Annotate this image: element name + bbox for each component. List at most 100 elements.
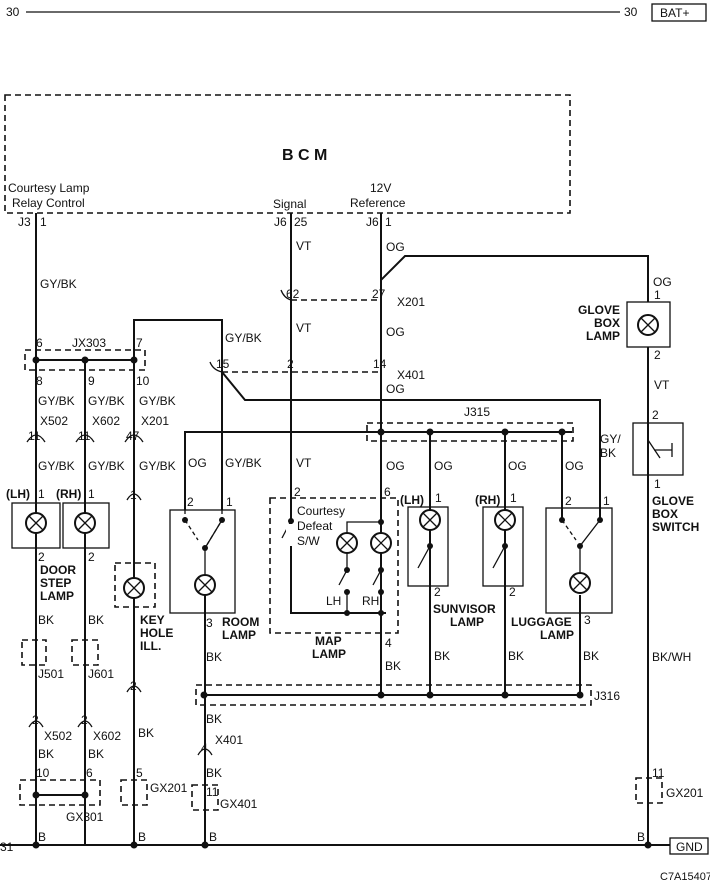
pin-number: 1 bbox=[654, 288, 661, 302]
glove-switch-label: SWITCH bbox=[652, 520, 699, 534]
glove-lamp-label: BOX bbox=[594, 316, 620, 330]
pin-number: 1 bbox=[510, 491, 517, 505]
wire-color: VT bbox=[296, 456, 312, 470]
pin-number: 2 bbox=[88, 550, 95, 564]
pin-number: 11 bbox=[206, 785, 219, 799]
pin-number: 15 bbox=[216, 357, 230, 371]
wire-color: OG bbox=[386, 382, 405, 396]
rail-number-left: 30 bbox=[6, 5, 20, 19]
pin-number: 1 bbox=[654, 477, 661, 491]
ground-b: B bbox=[38, 830, 46, 844]
ground-rail-number: 31 bbox=[0, 840, 14, 854]
pin-number: 2 bbox=[38, 550, 45, 564]
connector-label: GX401 bbox=[220, 797, 258, 811]
map-rh-label: RH bbox=[362, 594, 379, 608]
glove-lamp-label: GLOVE bbox=[578, 303, 620, 317]
pin-number: 2 bbox=[187, 495, 194, 509]
pin-number: 2 bbox=[32, 713, 39, 727]
diagram-code: C7A15407 bbox=[660, 871, 710, 883]
lh-label: (LH) bbox=[6, 487, 30, 501]
labels: GY/BK VT OG 62 27 X201 VT OG GY/BK 15 2 … bbox=[6, 239, 704, 824]
pin-number: 5 bbox=[136, 766, 143, 780]
wire-color: OG bbox=[188, 456, 207, 470]
door-step-label: LAMP bbox=[40, 589, 74, 603]
room-lamp-label: LAMP bbox=[222, 628, 256, 642]
wire-color: OG bbox=[434, 459, 453, 473]
wire-color: OG bbox=[386, 240, 405, 254]
wire-color: GY/BK bbox=[38, 459, 75, 473]
signal-label: Signal bbox=[273, 197, 306, 211]
key-hole-label: KEY bbox=[140, 613, 165, 627]
connector-label: JX303 bbox=[72, 336, 106, 350]
wire-color: VT bbox=[654, 378, 670, 392]
wire-color: BK/WH bbox=[652, 650, 691, 664]
connector-label: GX301 bbox=[66, 810, 104, 824]
bcm-title: B C M bbox=[282, 147, 327, 164]
wire-color: BK bbox=[88, 613, 104, 627]
pin-number: 2 bbox=[287, 357, 294, 371]
pin-number: 2 bbox=[434, 585, 441, 599]
wire-color: OG bbox=[653, 275, 672, 289]
courtesy-defeat-label: Courtesy bbox=[297, 504, 345, 518]
connector-label: X602 bbox=[93, 729, 121, 743]
wire-color: BK bbox=[206, 650, 222, 664]
wire-color: BK bbox=[38, 747, 54, 761]
wire-color: OG bbox=[508, 459, 527, 473]
ground-rail: 31 B B B B GND C7A15407 bbox=[0, 830, 710, 883]
sunvisor-rh-label: (RH) bbox=[475, 493, 500, 507]
pin-number: 62 bbox=[286, 287, 300, 301]
j6-label: J6 bbox=[274, 215, 287, 229]
wire-color: GY/BK bbox=[225, 456, 262, 470]
pin-number: 2 bbox=[565, 494, 572, 508]
sunvisor-label: SUNVISOR bbox=[433, 602, 496, 616]
connector-label: J601 bbox=[88, 667, 114, 681]
pin-number: 27 bbox=[372, 287, 386, 301]
pin-number: 2 bbox=[654, 348, 661, 362]
connector-label: J501 bbox=[38, 667, 64, 681]
connectors bbox=[19, 289, 663, 811]
connector-label: X502 bbox=[44, 729, 72, 743]
courtesy-defeat-label: S/W bbox=[297, 534, 320, 548]
splice-dots bbox=[32, 356, 652, 849]
pin-number: 8 bbox=[36, 374, 43, 388]
connector-label: X401 bbox=[215, 733, 243, 747]
j6-pin-25: 25 bbox=[294, 215, 308, 229]
relay-label-2: Relay Control bbox=[12, 196, 85, 210]
wire-color: GY/ bbox=[600, 432, 621, 446]
j3-label: J3 bbox=[18, 215, 31, 229]
key-hole-label: ILL. bbox=[140, 639, 161, 653]
glove-box-switch bbox=[632, 422, 684, 476]
map-lamp-label: LAMP bbox=[312, 647, 346, 661]
wire-color: BK bbox=[138, 726, 154, 740]
connector-label: J315 bbox=[464, 405, 490, 419]
pin-number: 10 bbox=[36, 766, 50, 780]
pin-number: 11 bbox=[28, 429, 41, 443]
pin-number: 6 bbox=[36, 336, 43, 350]
wire-color: BK bbox=[88, 747, 104, 761]
ref-label: 12V bbox=[370, 181, 391, 195]
wire-color: GY/BK bbox=[139, 459, 176, 473]
door-step-lamps bbox=[11, 502, 110, 549]
j6-label-b: J6 bbox=[366, 215, 379, 229]
pin-number: 7 bbox=[136, 336, 143, 350]
relay-label: Courtesy Lamp bbox=[8, 181, 90, 195]
bat-label: BAT+ bbox=[660, 6, 689, 20]
wire-color: BK bbox=[508, 649, 524, 663]
door-step-label: STEP bbox=[40, 576, 71, 590]
pin-number: 11 bbox=[652, 766, 665, 780]
courtesy-defeat-label: Defeat bbox=[297, 519, 333, 533]
key-hole-lamp bbox=[114, 562, 156, 608]
wire-color: VT bbox=[296, 239, 312, 253]
ground-b: B bbox=[138, 830, 146, 844]
gnd-label: GND bbox=[676, 840, 703, 854]
rail-number-right: 30 bbox=[624, 5, 638, 19]
wire-color: BK bbox=[206, 712, 222, 726]
wire-color: BK bbox=[434, 649, 450, 663]
wire-color: VT bbox=[296, 321, 312, 335]
pin-number: 10 bbox=[136, 374, 150, 388]
connector-label: GX201 bbox=[666, 786, 704, 800]
room-lamp bbox=[169, 509, 236, 614]
pin-number: 1 bbox=[435, 491, 442, 505]
door-step-label: DOOR bbox=[40, 563, 76, 577]
